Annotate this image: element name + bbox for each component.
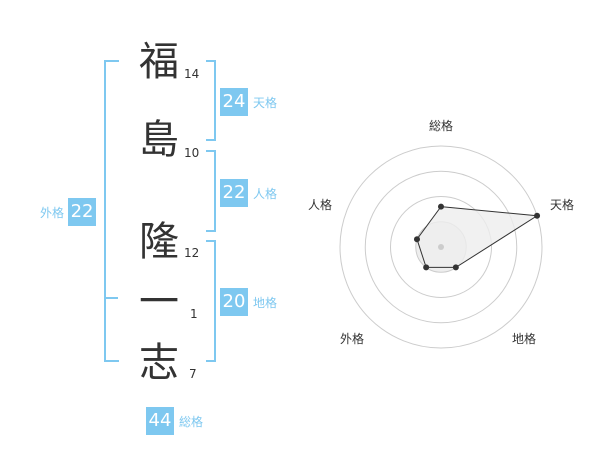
stroke-count-3: 12 — [184, 246, 200, 260]
chikaku-label: 地格 — [253, 295, 278, 310]
gaikaku-badge: 外格 22 — [40, 198, 97, 226]
radar-point-2 — [534, 212, 541, 219]
name-char-4: 一 — [139, 279, 179, 325]
gaikaku-label: 外格 — [40, 205, 65, 220]
chikaku-value: 20 — [220, 288, 248, 316]
gaikaku-bracket — [104, 60, 119, 362]
name-char-5: 志 — [139, 340, 179, 386]
radar-axis-label-3: 地格 — [512, 331, 536, 346]
soukaku-value: 44 — [146, 407, 174, 435]
gaikaku-divider — [104, 297, 118, 299]
tenkaku-value: 24 — [220, 88, 248, 116]
jinkaku-value: 22 — [220, 179, 248, 207]
stroke-count-2: 10 — [184, 146, 200, 160]
gaikaku-value: 22 — [68, 198, 97, 226]
stroke-count-5: 7 — [189, 367, 197, 381]
radar-point-4 — [423, 264, 430, 271]
radar-center-dot — [438, 244, 444, 250]
stroke-count-1: 14 — [184, 67, 200, 81]
name-char-2: 島 — [139, 117, 179, 163]
radar-point-5 — [413, 236, 420, 243]
name-char-1: 福 — [139, 39, 179, 85]
radar-axis-label-1: 総格 — [429, 118, 453, 133]
soukaku-badge: 44 総格 — [146, 407, 203, 435]
radar-ring-2 — [390, 196, 492, 298]
soukaku-label: 総格 — [179, 414, 204, 429]
jinkaku-badge: 22 人格 — [220, 179, 277, 207]
radar-axis-label-4: 外格 — [340, 331, 364, 346]
stroke-count-4: 1 — [190, 307, 198, 321]
radar-point-1 — [438, 203, 444, 210]
radar-axis-label-5: 人格 — [308, 197, 332, 212]
jinkaku-label: 人格 — [253, 186, 278, 201]
radar-point-3 — [452, 264, 459, 271]
radar-polygon — [416, 206, 539, 268]
radar-ring-3 — [364, 170, 518, 324]
name-char-3: 隆 — [139, 219, 179, 265]
jinkaku-bracket — [206, 150, 216, 232]
tenkaku-badge: 24 天格 — [220, 88, 277, 116]
chikaku-badge: 20 地格 — [220, 288, 277, 316]
tenkaku-label: 天格 — [253, 95, 278, 110]
radar-ring-4 — [339, 145, 543, 349]
radar-axis-label-2: 天格 — [550, 197, 574, 212]
tenkaku-bracket — [206, 60, 216, 141]
chikaku-bracket — [206, 240, 216, 362]
